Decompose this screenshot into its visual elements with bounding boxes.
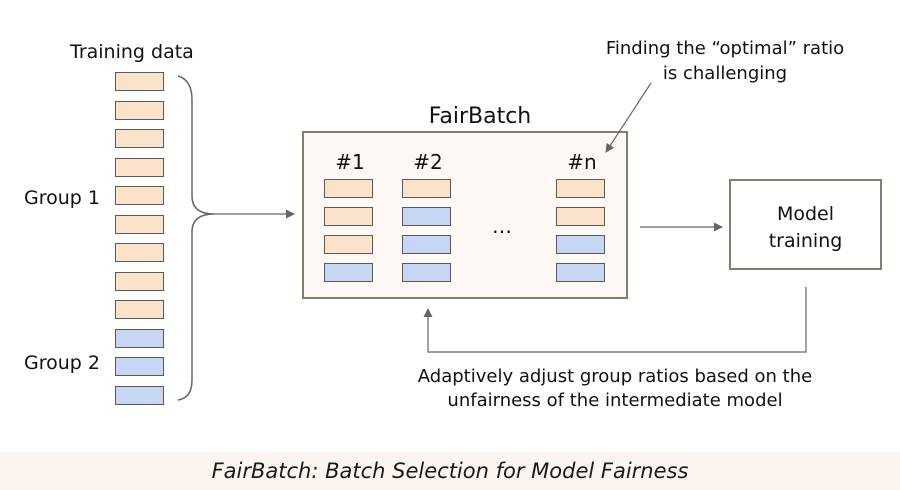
feedback-loop-arrow [423, 287, 807, 353]
batch-1-sample-group1 [324, 179, 373, 198]
batch-2-sample-group1 [402, 179, 451, 198]
group1-label: Group 1 [24, 187, 100, 209]
connector-overlay [177, 75, 807, 401]
batch-n-sample-group2 [556, 263, 605, 282]
training-sample-group1 [115, 243, 164, 262]
training-sample-group2 [115, 386, 164, 405]
batch-n-label: #n [567, 150, 597, 174]
batch-n-sample-group1 [556, 207, 605, 226]
fairbatch-title: FairBatch [428, 104, 532, 129]
brace-connector [177, 75, 215, 401]
optimal-note-line2: is challenging [662, 63, 788, 84]
training-sample-group2 [115, 357, 164, 376]
training-sample-group1 [115, 272, 164, 291]
optimal-note-line1: Finding the “optimal” ratio [605, 38, 845, 59]
model-training-box [729, 179, 882, 270]
model-label-line2: training [768, 230, 843, 252]
arrow-optimal-note [605, 82, 652, 153]
training-sample-group1 [115, 300, 164, 319]
training-sample-group1 [115, 158, 164, 177]
batch-1-sample-group1 [324, 235, 373, 254]
feedback-note-line1: Adaptively adjust group ratios based on … [417, 366, 813, 387]
batch-2-sample-group2 [402, 207, 451, 226]
batch-n-sample-group1 [556, 179, 605, 198]
feedback-note-line2: unfairness of the intermediate model [447, 390, 783, 411]
batch-2-sample-group2 [402, 235, 451, 254]
caption-bar [0, 452, 900, 490]
batch-1-label: #1 [335, 150, 365, 174]
batch-1-sample-group1 [324, 207, 373, 226]
training-sample-group1 [115, 72, 164, 91]
ellipsis: … [492, 214, 512, 238]
training-sample-group1 [115, 129, 164, 148]
training-sample-group1 [115, 186, 164, 205]
training-sample-group2 [115, 329, 164, 348]
batch-1-sample-group2 [324, 263, 373, 282]
batch-2-label: #2 [413, 150, 443, 174]
training-sample-group1 [115, 215, 164, 234]
figure-caption: FairBatch: Batch Selection for Model Fai… [211, 459, 689, 483]
batch-n-sample-group2 [556, 235, 605, 254]
group2-label: Group 2 [24, 352, 100, 374]
training-sample-group1 [115, 101, 164, 120]
training-data-label: Training data [70, 41, 194, 63]
batch-2-sample-group2 [402, 263, 451, 282]
model-label-line1: Model [776, 203, 835, 225]
